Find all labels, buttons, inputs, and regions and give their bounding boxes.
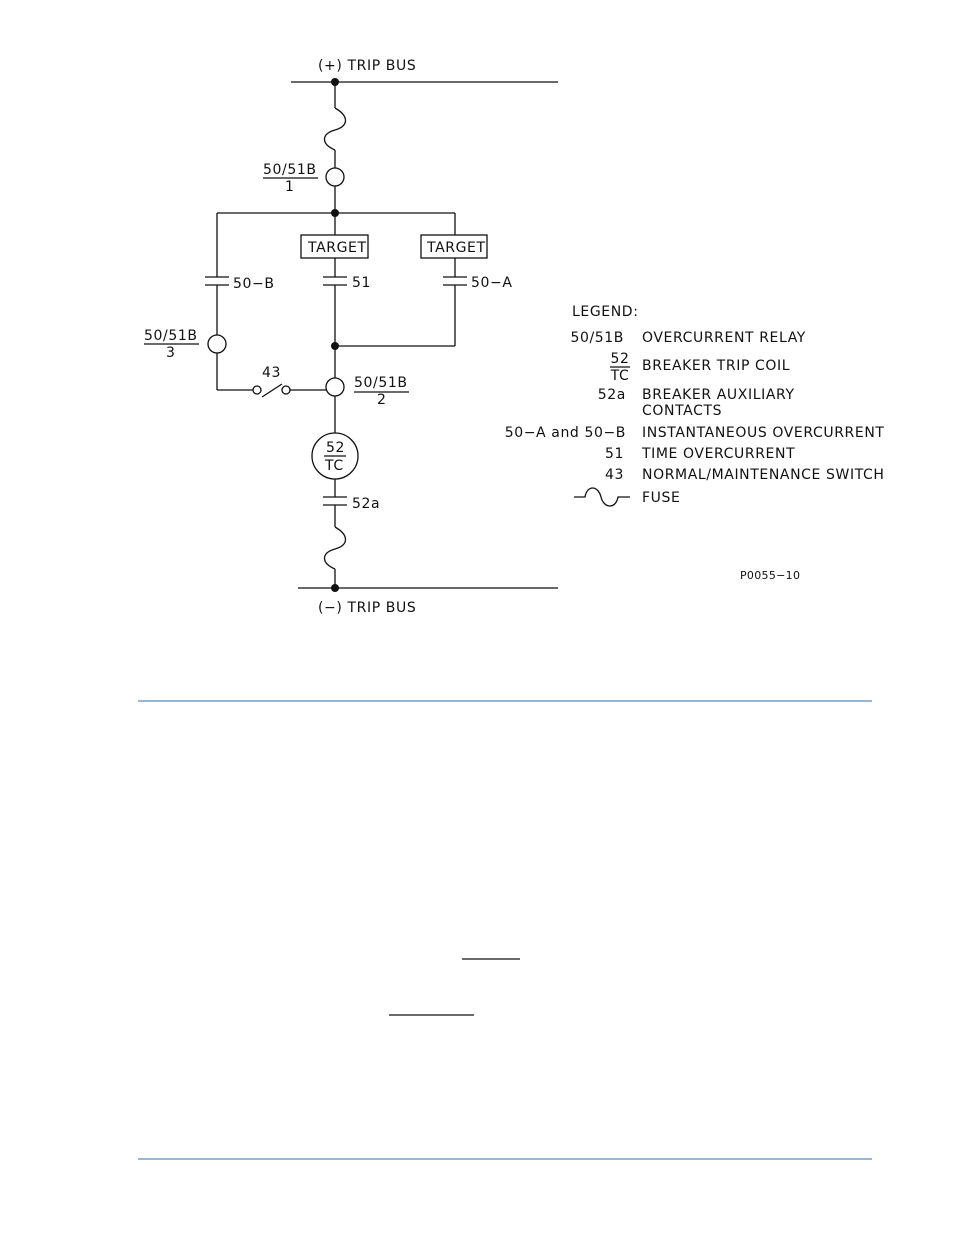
drawing-id: P0055−10 bbox=[740, 569, 800, 582]
switch-43-terminal-icon bbox=[252, 385, 262, 395]
target-label-left: TARGET bbox=[307, 240, 367, 256]
legend-desc: BREAKER TRIP COIL bbox=[642, 358, 790, 374]
bottom-fuse-icon bbox=[323, 526, 347, 570]
legend-desc: FUSE bbox=[642, 490, 680, 506]
top-bus-label: (+) TRIP BUS bbox=[318, 58, 416, 74]
legend-desc: INSTANTANEOUS OVERCURRENT bbox=[642, 425, 885, 441]
contact-50a-label: 50−A bbox=[471, 275, 513, 291]
legend-key: 52a bbox=[598, 387, 626, 403]
trip-coil-num: 52 bbox=[326, 440, 345, 456]
legend-key: 50−A and 50−B bbox=[505, 425, 626, 441]
fuse-icon bbox=[574, 487, 630, 507]
legend: LEGEND: 50/51B OVERCURRENT RELAY 52 TC B… bbox=[505, 304, 885, 507]
legend-key: 50/51B bbox=[570, 330, 624, 346]
contact-51-label: 51 bbox=[352, 275, 371, 291]
legend-key-num: 52 bbox=[610, 351, 629, 367]
legend-desc: NORMAL/MAINTENANCE SWITCH bbox=[642, 467, 885, 483]
contact-50b-label: 50−B bbox=[233, 276, 275, 292]
target-label-right: TARGET bbox=[426, 240, 486, 256]
contact-52a-label: 52a bbox=[352, 496, 380, 512]
relay-2-icon bbox=[325, 377, 345, 397]
middle-node-junction bbox=[331, 342, 339, 350]
legend-desc: BREAKER AUXILIARY bbox=[642, 387, 795, 403]
switch-43-terminal-icon bbox=[281, 385, 291, 395]
legend-key: 51 bbox=[605, 446, 624, 462]
relay-1-label-num: 50/51B bbox=[263, 162, 317, 178]
relay-2-label-num: 50/51B bbox=[354, 375, 408, 391]
top-fuse-icon bbox=[323, 107, 347, 151]
relay-1-label-den: 1 bbox=[285, 179, 295, 195]
relay-2-label-den: 2 bbox=[377, 392, 387, 408]
legend-desc-cont: CONTACTS bbox=[642, 403, 722, 419]
legend-key: 43 bbox=[605, 467, 624, 483]
legend-desc: OVERCURRENT RELAY bbox=[642, 330, 806, 346]
relay-1-icon bbox=[325, 167, 345, 187]
relay-3-icon bbox=[207, 334, 227, 354]
switch-43-icon bbox=[261, 383, 283, 398]
legend-title: LEGEND: bbox=[572, 304, 639, 320]
switch-43-label: 43 bbox=[262, 365, 281, 381]
relay-3-label-num: 50/51B bbox=[144, 328, 198, 344]
trip-coil-den: TC bbox=[324, 458, 344, 474]
relay-3-label-den: 3 bbox=[166, 345, 176, 361]
bottom-bus-label: (−) TRIP BUS bbox=[318, 600, 416, 616]
target-box-right bbox=[420, 234, 488, 259]
legend-key-den: TC bbox=[610, 368, 630, 384]
legend-desc: TIME OVERCURRENT bbox=[641, 446, 795, 462]
